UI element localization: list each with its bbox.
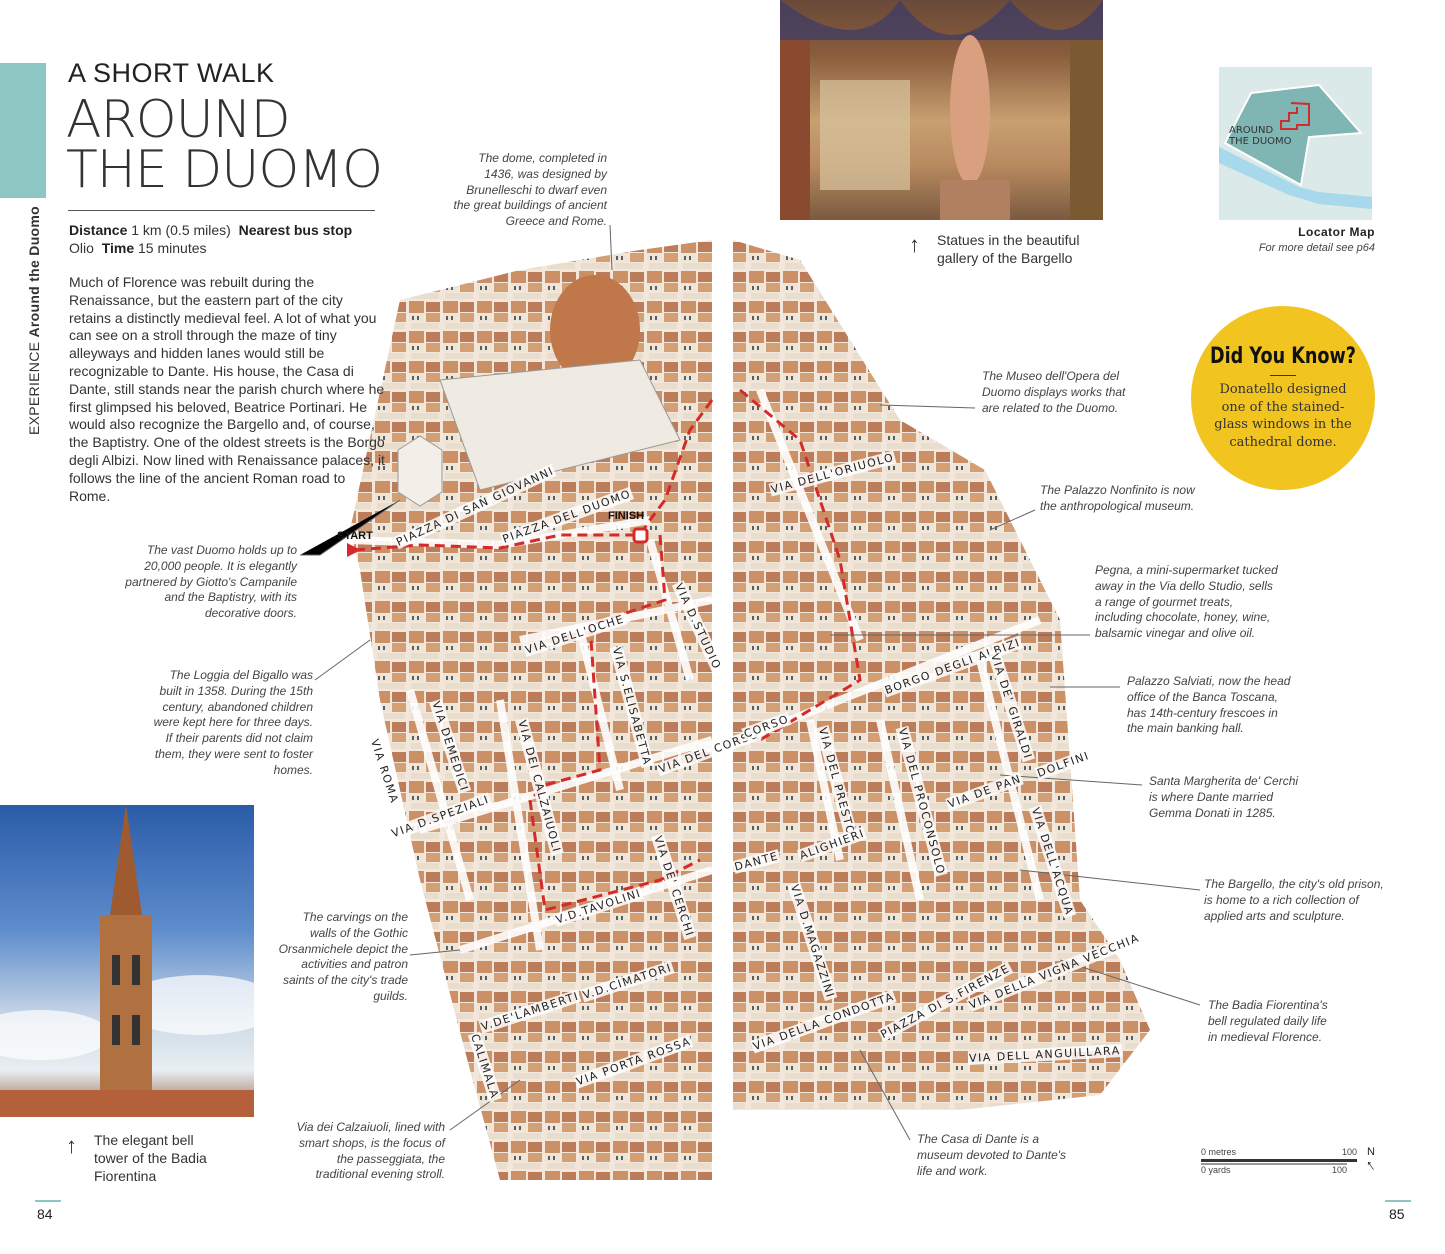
scale-metres-label: 0 metres (1201, 1147, 1237, 1157)
scale-yards-label: 0 yards (1201, 1165, 1231, 1175)
baptistry (397, 435, 443, 507)
annotation-dome: The dome, completed in 1436, was designe… (453, 151, 607, 229)
bargello-caption: Statues in the beautiful gallery of the … (937, 232, 1080, 266)
scale-bar: 0 metres 100 0 yards 100 (1201, 1147, 1357, 1175)
finish-marker-icon (632, 527, 649, 544)
did-you-know-title: Did You Know? (1210, 344, 1356, 369)
did-you-know-text: Donatello designed one of the stained-gl… (1214, 382, 1352, 450)
page-title-line-1: AROUND (66, 90, 291, 150)
annotation-salviati: Palazzo Salviati, now the head office of… (1127, 674, 1291, 736)
bell-tower-caption: The elegant bell tower of the Badia Fior… (94, 1132, 207, 1184)
bell-tower-photo (0, 805, 254, 1117)
annotation-duomo: The vast Duomo holds up to 20,000 people… (125, 543, 297, 621)
distance-value: 1 km (0.5 miles) (131, 222, 231, 238)
up-arrow-icon: ↑ (66, 1133, 77, 1158)
page-number-right: 85 (1389, 1206, 1405, 1222)
duomo-nave (439, 359, 681, 491)
page-number-left: 84 (37, 1206, 53, 1222)
up-arrow-icon: ↑ (909, 232, 920, 257)
time-value: 15 minutes (138, 240, 207, 256)
annotation-museo: The Museo dell'Opera del Duomo displays … (982, 369, 1126, 415)
scale-yards-bar (1201, 1163, 1347, 1165)
locator-label-line-1: AROUND (1229, 125, 1274, 136)
scale-metres-bar (1201, 1159, 1357, 1162)
page-kicker: A SHORT WALK (68, 58, 275, 88)
duomo-dome (550, 275, 640, 385)
time-label: Time (101, 240, 135, 256)
locator-map-graphic (1219, 83, 1372, 209)
scale-metres-max: 100 (1341, 1147, 1357, 1157)
north-label: N (1367, 1146, 1375, 1158)
page-number-accent (35, 1200, 61, 1202)
bargello-illustration (780, 0, 1103, 220)
locator-subtitle: For more detail see p64 (1258, 242, 1375, 254)
page-title-line-2: THE DUOMO (66, 140, 383, 200)
annotation-bargello: The Bargello, the city's old prison, is … (1204, 877, 1384, 923)
distance-label: Distance (69, 222, 128, 238)
did-you-know-callout: Did You Know? Donatello designed one of … (1191, 306, 1375, 490)
page-number-accent (1385, 1200, 1411, 1202)
annotation-casa-dante: The Casa di Dante is a museum devoted to… (917, 1132, 1067, 1178)
walk-meta: Distance 1 km (0.5 miles) Nearest bus st… (69, 221, 379, 257)
scale-yards-max: 100 (1331, 1165, 1347, 1175)
annotation-leaders (300, 224, 1201, 1141)
annotation-pegna: Pegna, a mini-supermarket tucked away in… (1095, 563, 1278, 641)
did-you-know-divider (1270, 375, 1296, 376)
intro-paragraph: Much of Florence was rebuilt during the … (69, 274, 385, 504)
start-label: START (337, 530, 373, 542)
annotation-calzaiuoli: Via dei Calzaiuoli, lined with smart sho… (296, 1120, 445, 1182)
finish-label: FINISH (608, 510, 645, 522)
bargello-photo (780, 0, 1103, 220)
annotation-badia: The Badia Fiorentina's bell regulated da… (1208, 998, 1328, 1044)
bus-value: Olio (69, 240, 94, 256)
annotation-bigallo: The Loggia del Bigallo was built in 1358… (153, 668, 313, 777)
bus-label: Nearest bus stop (238, 222, 353, 238)
annotation-nonfinito: The Palazzo Nonfinito is now the anthrop… (1040, 483, 1195, 513)
annotation-orsanmichele: The carvings on the walls of the Gothic … (278, 910, 408, 1003)
section-color-bar (0, 63, 46, 198)
start-marker-icon (347, 543, 361, 557)
bell-tower-illustration (0, 805, 254, 1117)
locator-label-line-2: THE DUOMO (1229, 136, 1292, 147)
title-divider (68, 210, 375, 211)
locator-title: Locator Map (1298, 225, 1375, 239)
annotation-margherita: Santa Margherita de' Cerchi is where Dan… (1149, 774, 1299, 820)
